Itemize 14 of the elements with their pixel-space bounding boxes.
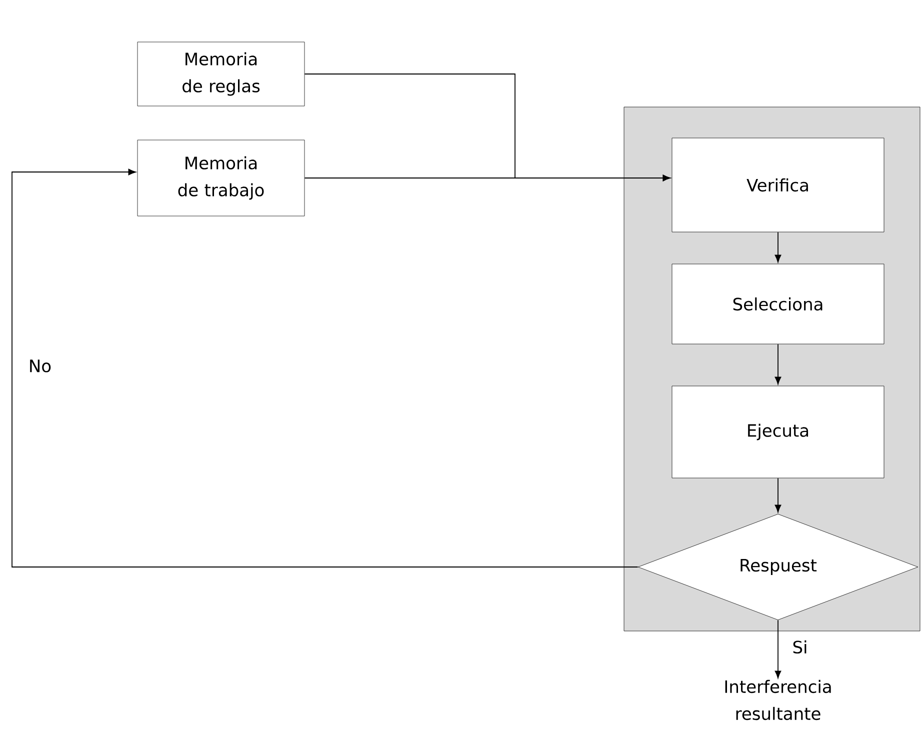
process-box: Ejecuta <box>672 386 884 478</box>
arrow <box>12 168 638 568</box>
edge-label: No <box>27 358 53 374</box>
memory-box: Memoria de reglas <box>137 42 305 106</box>
arrow <box>774 478 782 512</box>
memory-box: Memoria de trabajo <box>137 140 305 216</box>
output-text: Interferencia resultante <box>725 680 831 720</box>
arrow <box>304 174 670 182</box>
arrow <box>774 232 782 262</box>
process-box: Selecciona <box>672 264 884 344</box>
edge-label: Si <box>791 639 809 655</box>
process-box: Verifica <box>672 138 884 232</box>
arrow <box>774 344 782 384</box>
arrow <box>774 620 782 678</box>
